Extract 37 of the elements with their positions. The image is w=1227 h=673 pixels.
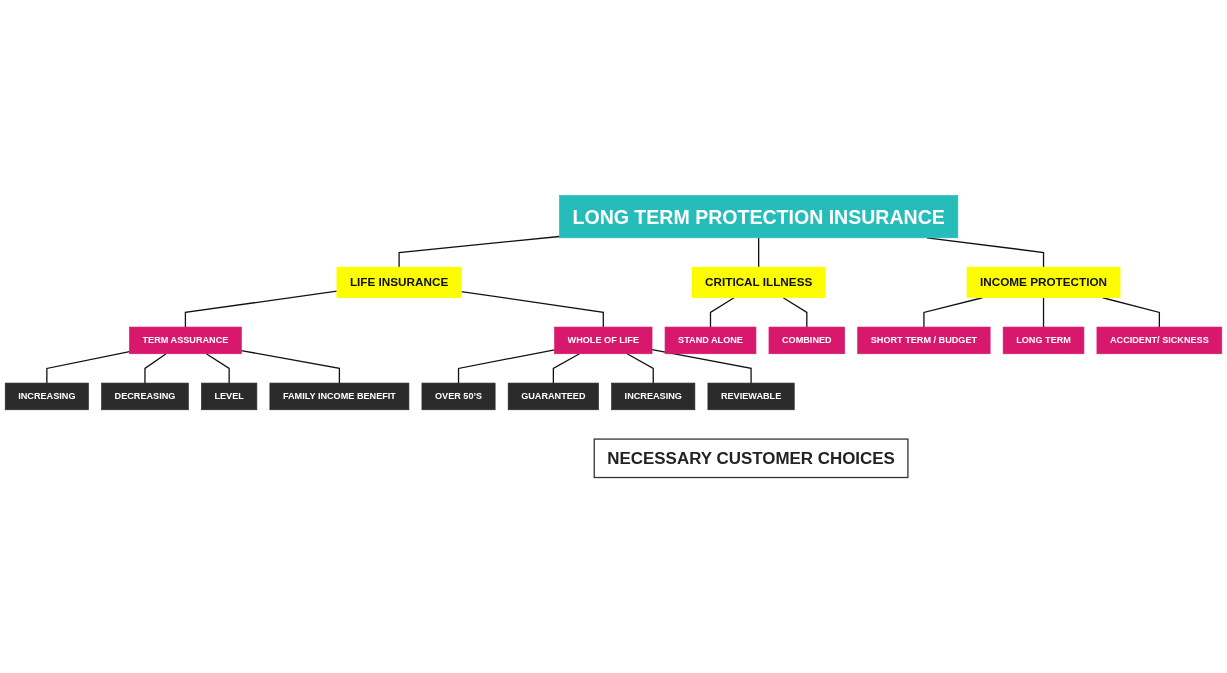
node-box: STAND ALONE — [664, 326, 757, 355]
node-box: NECESSARY CUSTOMER CHOICES — [593, 438, 909, 479]
connector — [184, 290, 338, 328]
connector — [1102, 297, 1160, 328]
connector — [144, 353, 167, 384]
node-box: CRITICAL ILLNESS — [691, 266, 826, 299]
node-box: GUARANTEED — [507, 382, 599, 411]
node-box: LEVEL — [201, 382, 258, 411]
node-box: INCOME PROTECTION — [966, 266, 1121, 299]
node-box: INCREASING — [4, 382, 89, 411]
connector — [1042, 297, 1045, 328]
node-box: ACCIDENT/ SICKNESS — [1096, 326, 1223, 355]
connector — [552, 353, 581, 384]
node-box: REVIEWABLE — [707, 382, 795, 411]
connector — [651, 349, 752, 384]
node-box: COMBINED — [768, 326, 845, 355]
node-box: TERM ASSURANCE — [129, 326, 242, 355]
node-box: LONG TERM — [1002, 326, 1085, 355]
connector — [709, 297, 735, 328]
node-box: LONG TERM PROTECTION INSURANCE — [559, 195, 959, 239]
connector — [460, 290, 604, 328]
connector — [398, 235, 561, 268]
node-box: WHOLE OF LIFE — [554, 326, 653, 355]
node-box: FAMILY INCOME BENEFIT — [269, 382, 410, 411]
connector — [205, 353, 230, 384]
node-box: INCREASING — [611, 382, 696, 411]
connector — [46, 351, 131, 384]
connector — [626, 353, 654, 384]
connector — [923, 297, 984, 328]
node-box: SHORT TERM / BUDGET — [857, 326, 991, 355]
connector — [457, 349, 556, 384]
connector — [240, 349, 341, 384]
node-box: DECREASING — [101, 382, 189, 411]
node-box: OVER 50’S — [421, 382, 496, 411]
connector — [782, 297, 808, 328]
node-box: LIFE INSURANCE — [336, 266, 462, 299]
connector — [758, 237, 760, 268]
